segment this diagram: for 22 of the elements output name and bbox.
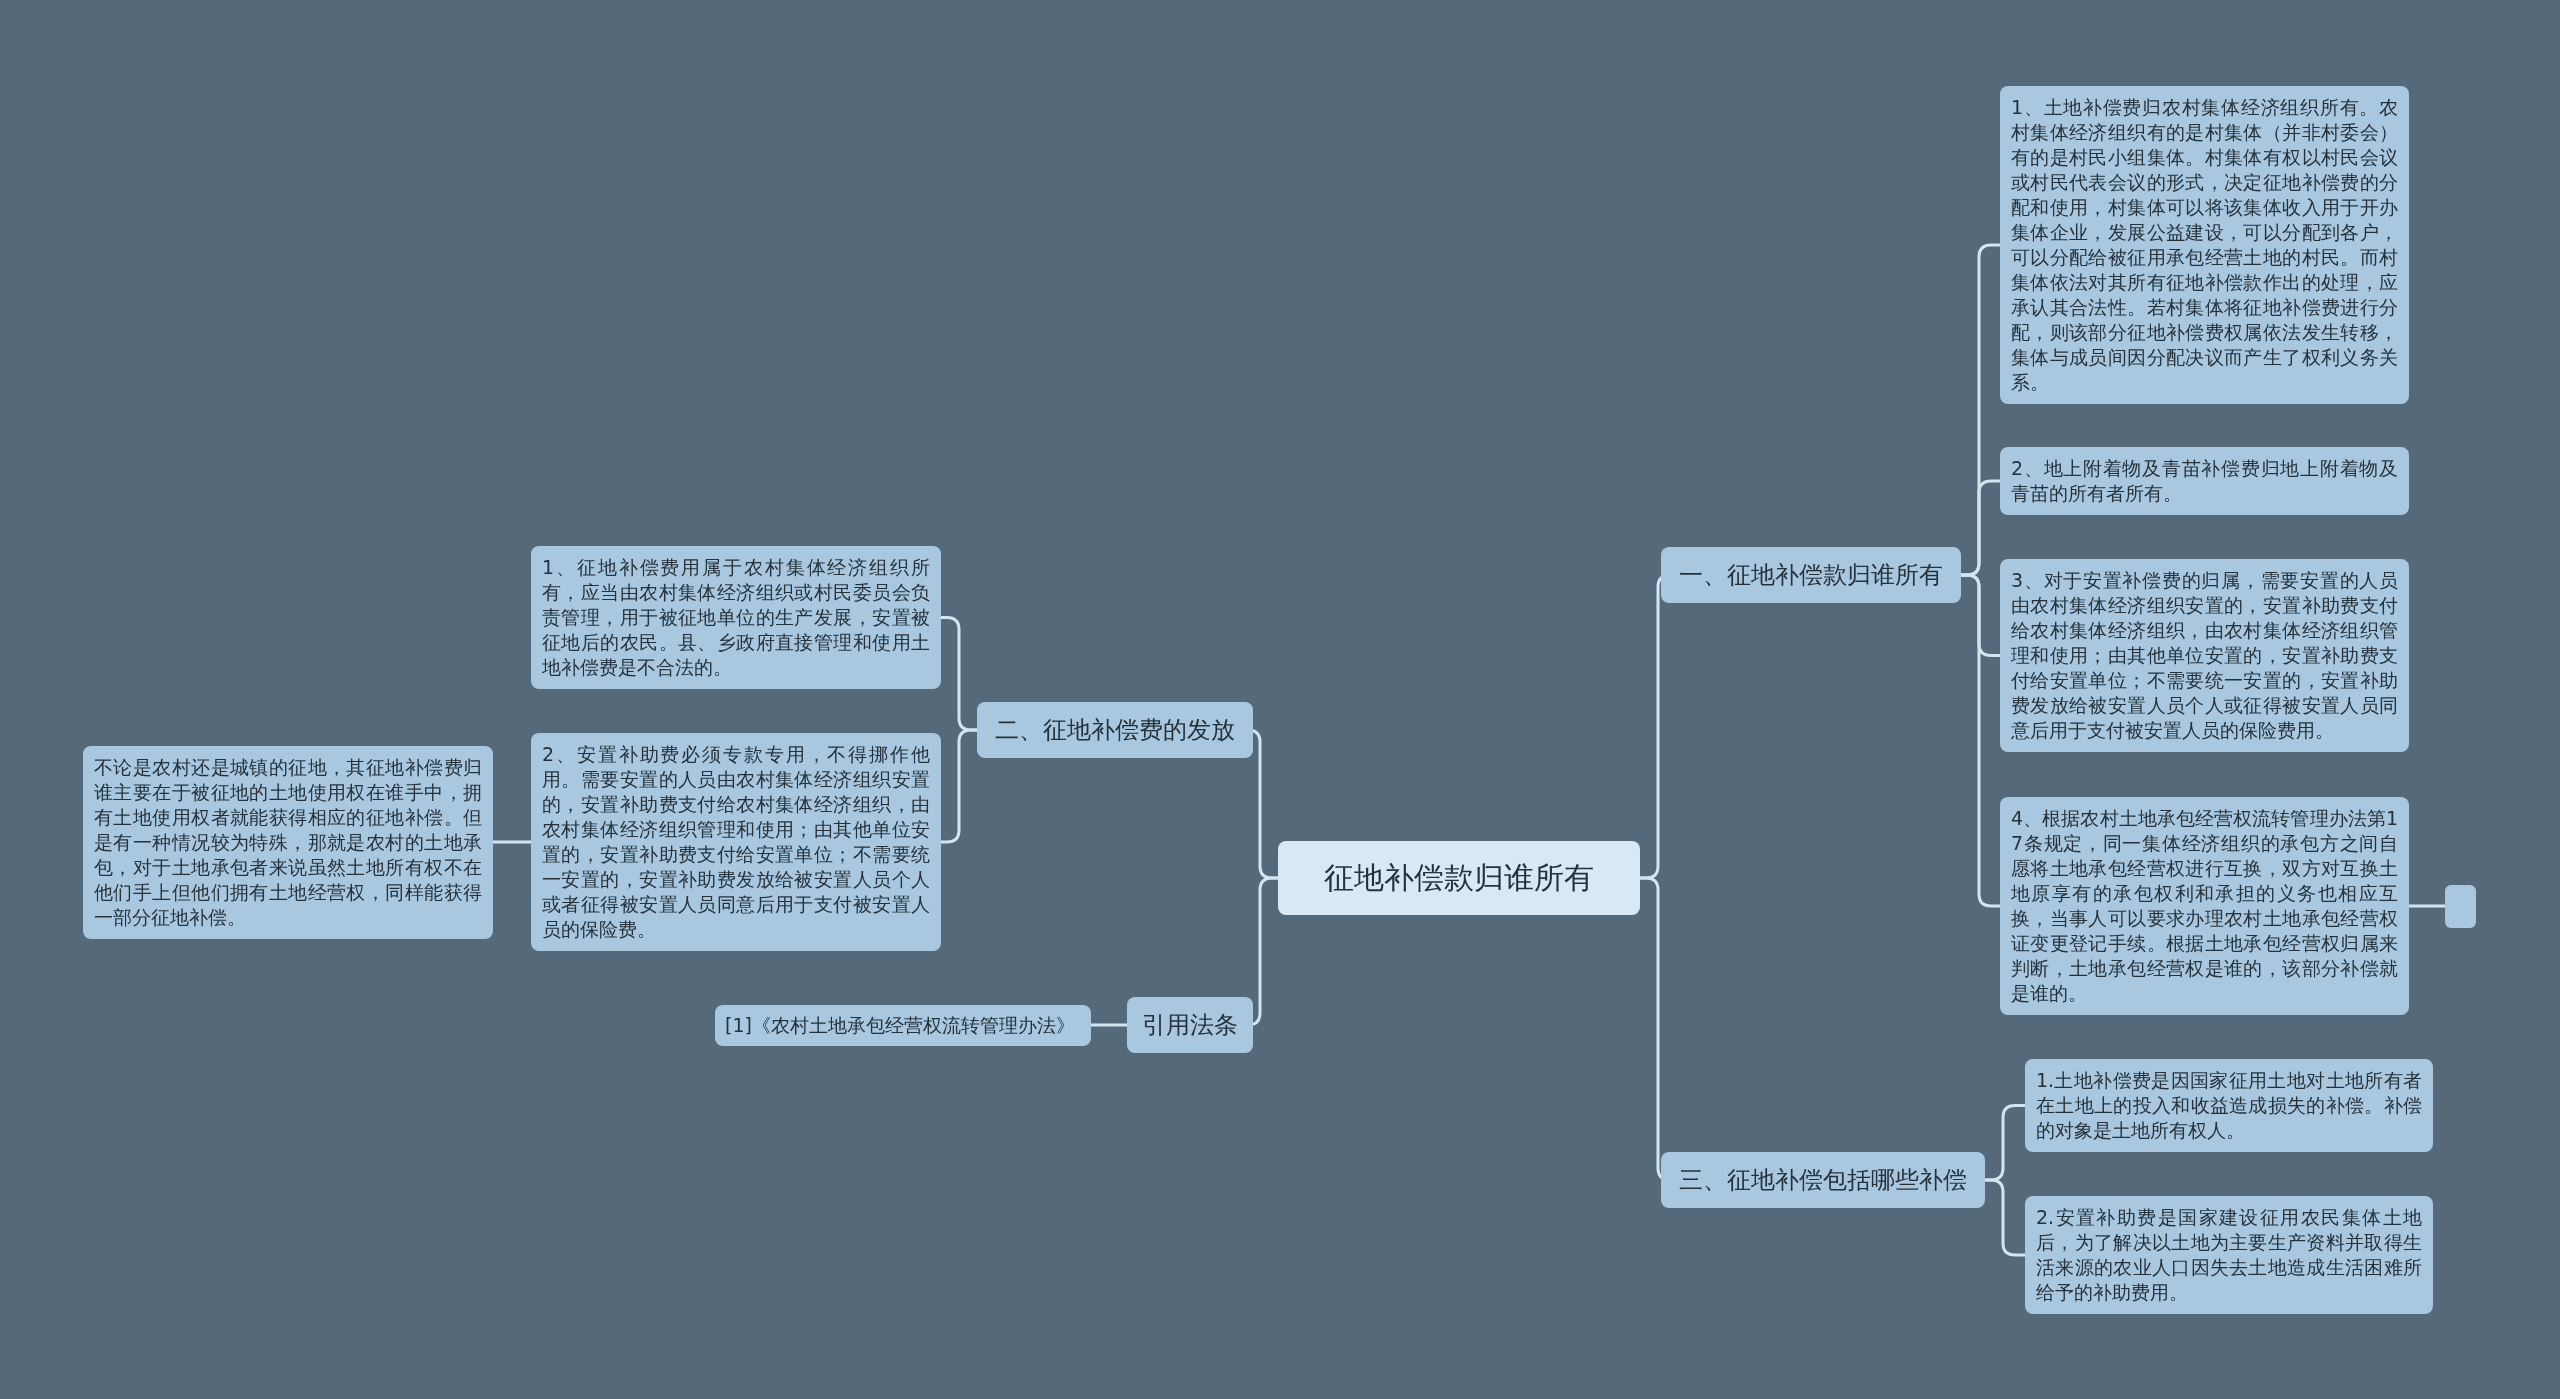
text-box: 2.安置补助费是国家建设征用农民集体土地后，为了解决以土地为主要生产资料并取得生活来源的农业人口因失去土地造成生活困难所给予的补助费用。 [2025,1196,2433,1314]
text-box: 4、根据农村土地承包经营权流转管理办法第17条规定，同一集体经济组织的承包方之间自愿将土地承包经营权进行互换，双方对互换土地原享有的承包权利和承担的义务也相应互换，当事人可以要求办理农村土地承包经营权证变更登记手续。根据土地承包经营权归属来判断，土地承包经营权是谁的，该部分补偿就是谁的。 [2000,797,2409,1015]
branch-line [1985,1178,2025,1257]
text-box: 1、土地补偿费归农村集体经济组织所有。农村集体经济组织有的是村集体（并非村委会）有的是村民小组集体。村集体有权以村民会议或村民代表会议的形式，决定征地补偿费的分配和使用，村集体可以将该集体收入用于开办集体企业，发展公益建设，可以分配到各户，可以分配给被征用承包经营土地的村民。而村集体依法对其所有征地补偿款作出的处理，应承认其合法性。若村集体将征地补偿费进行分配，则该部分征地补偿费权属依法发生转移，集体与成员间因分配决议而产生了权利义务关系。 [2000,86,2409,404]
branch-box: 引用法条 [1127,997,1253,1053]
branch-line [941,728,977,844]
branch-box: 二、征地补偿费的发放 [977,702,1253,758]
text-box: 1、征地补偿费用属于农村集体经济组织所有，应当由农村集体经济组织或村民委员会负责管理，用于被征地单位的生产发展，安置被征地后的农民。县、乡政府直接管理和使用土地补偿费是不合法的。 [531,545,941,689]
branch-box: 三、征地补偿包括哪些补偿 [1661,1152,1985,1208]
branch-line [1091,1023,1127,1027]
branch-line [1961,573,2000,908]
text-box: 不论是农村还是城镇的征地，其征地补偿费归谁主要在于被征地的土地使用权在谁手中，拥有土地使用权者就能获得相应的征地补偿。但是有一种情况较为特殊，那就是农村的土地承包，对于土地承包者来说虽然土地所有权不在他们手上但他们拥有土地经营权，同样能获得一部分征地补偿。 [83,745,493,939]
topic-box: 征地补偿款归谁所有 [1278,841,1640,915]
text-box: 1.土地补偿费是因国家征用土地对土地所有者在土地上的投入和收益造成损失的补偿。补偿的对象是土地所有权人。 [2025,1058,2433,1152]
text-box: 2、地上附着物及青苗补偿费归地上附着物及青苗的所有者所有。 [2000,447,2409,515]
branch-box: 一、征地补偿款归谁所有 [1661,547,1961,603]
empty-box [2445,884,2476,928]
branch-line [493,840,531,844]
branch-line [2409,904,2445,908]
text-box: 3、对于安置补偿费的归属，需要安置的人员由农村集体经济组织安置的，安置补助费支付给农村集体经济组织，由农村集体经济组织管理和使用；由其他单位安置的，安置补助费支付给安置单位；不需要统一安置的，安置补助费发放给被安置人员个人或征得被安置人员同意后用于支付被安置人员的保险费用。 [2000,558,2409,752]
citation-box: [1]《农村土地承包经营权流转管理办法》 [715,1004,1091,1046]
text-box: 2、安置补助费必须专款专用，不得挪作他用。需要安置的人员由农村集体经济组织安置的，安置补助费支付给农村集体经济组织，由农村集体经济组织管理和使用；由其他单位安置的，安置补助费支付给安置单位；不需要统一安置的，安置补助费发放给被安置人员个人或者征得被安置人员同意后用于支付被安置人员的保险费。 [531,733,941,951]
